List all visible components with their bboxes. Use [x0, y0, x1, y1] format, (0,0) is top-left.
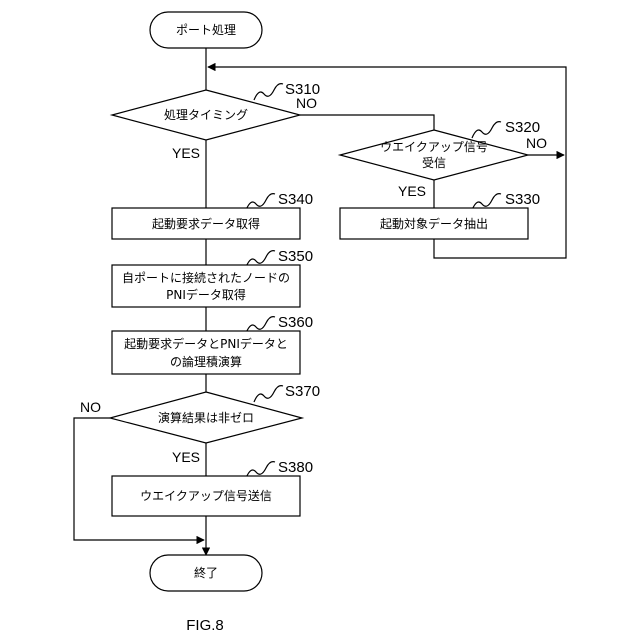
leader-s310: [254, 84, 283, 100]
figure-caption: FIG.8: [186, 617, 224, 634]
leader-s320: [472, 122, 501, 138]
step-label-s330: S330: [505, 191, 540, 208]
step-label-s360: S360: [278, 314, 313, 331]
process-s330: 起動対象データ抽出 S330: [340, 191, 540, 239]
decision-s320: ウエイクアップ信号 受信 S320: [340, 119, 540, 180]
process-s350-label-line1: 自ポートに接続されたノードの: [122, 270, 290, 285]
yes-label-s320: YES: [398, 183, 426, 199]
step-label-s340: S340: [278, 191, 313, 208]
leader-s370: [254, 386, 283, 402]
end-label: 終了: [194, 565, 218, 580]
start-label: ポート処理: [176, 23, 236, 37]
step-label-s380: S380: [278, 459, 313, 476]
process-s340: 起動要求データ取得 S340: [112, 191, 313, 239]
process-s350: 自ポートに接続されたノードの PNIデータ取得 S350: [112, 248, 313, 307]
start-terminator: ポート処理: [150, 12, 262, 48]
step-label-s320: S320: [505, 119, 540, 136]
end-terminator: 終了: [150, 555, 262, 591]
connector-s310-no-s320: [300, 115, 434, 130]
no-label-s310: NO: [296, 95, 317, 111]
yes-label-s310: YES: [172, 145, 200, 161]
process-s360-label-line1: 起動要求データとPNIデータと: [124, 336, 288, 351]
step-label-s350: S350: [278, 248, 313, 265]
decision-s370-label: 演算結果は非ゼロ: [158, 410, 254, 425]
process-s350-label-line2: PNIデータ取得: [166, 287, 246, 302]
no-label-s370: NO: [80, 399, 101, 415]
process-s360-label-line2: の論理積演算: [170, 354, 242, 369]
process-s380: ウエイクアップ信号送信 S380: [112, 459, 313, 516]
decision-s310-label: 処理タイミング: [164, 108, 248, 122]
process-s380-label: ウエイクアップ信号送信: [140, 488, 272, 503]
process-s330-label: 起動対象データ抽出: [380, 216, 488, 231]
decision-s320-label-line1: ウエイクアップ信号: [380, 140, 488, 154]
decision-s310: 処理タイミング S310: [112, 81, 320, 140]
step-label-s370: S370: [285, 383, 320, 400]
yes-label-s370: YES: [172, 449, 200, 465]
decision-s320-label-line2: 受信: [422, 156, 446, 170]
decision-s370: 演算結果は非ゼロ S370: [110, 383, 320, 443]
process-s360: 起動要求データとPNIデータと の論理積演算 S360: [112, 314, 313, 374]
process-s340-label: 起動要求データ取得: [152, 216, 260, 231]
no-label-s320: NO: [526, 135, 547, 151]
